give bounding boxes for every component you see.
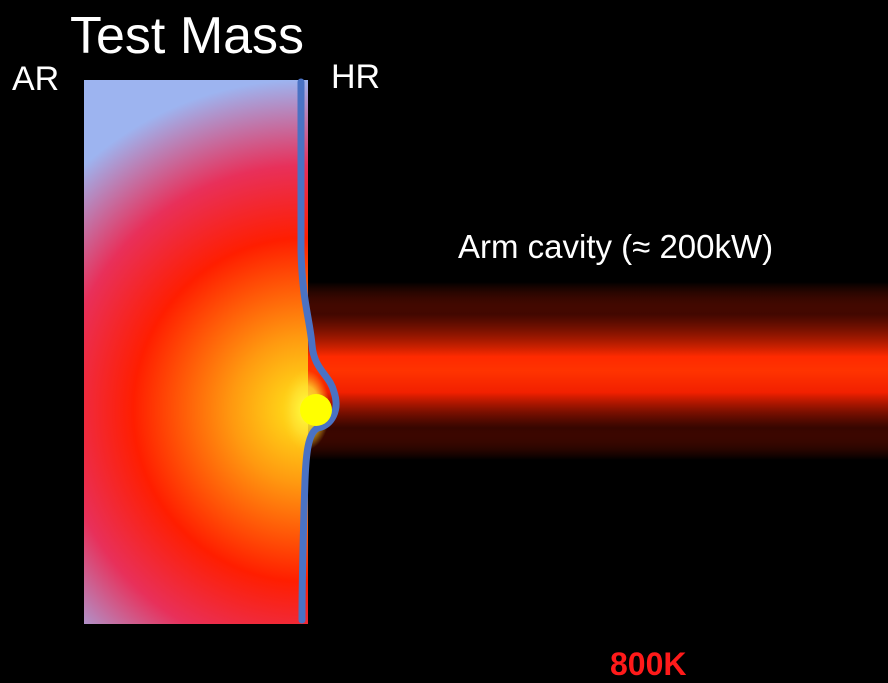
hr-surface-label: HR xyxy=(331,58,381,96)
test-mass-title: Test Mass xyxy=(70,7,305,65)
absorption-hot-spot xyxy=(300,394,332,426)
arm-cavity-label: Arm cavity (≈ 200kW) xyxy=(458,228,774,265)
test-mass-body xyxy=(84,80,308,624)
temperature-label: 800K xyxy=(610,646,687,682)
arm-cavity-beam xyxy=(300,282,888,460)
hr-surface-deformation xyxy=(297,78,340,624)
ar-surface-label: AR xyxy=(12,60,60,98)
